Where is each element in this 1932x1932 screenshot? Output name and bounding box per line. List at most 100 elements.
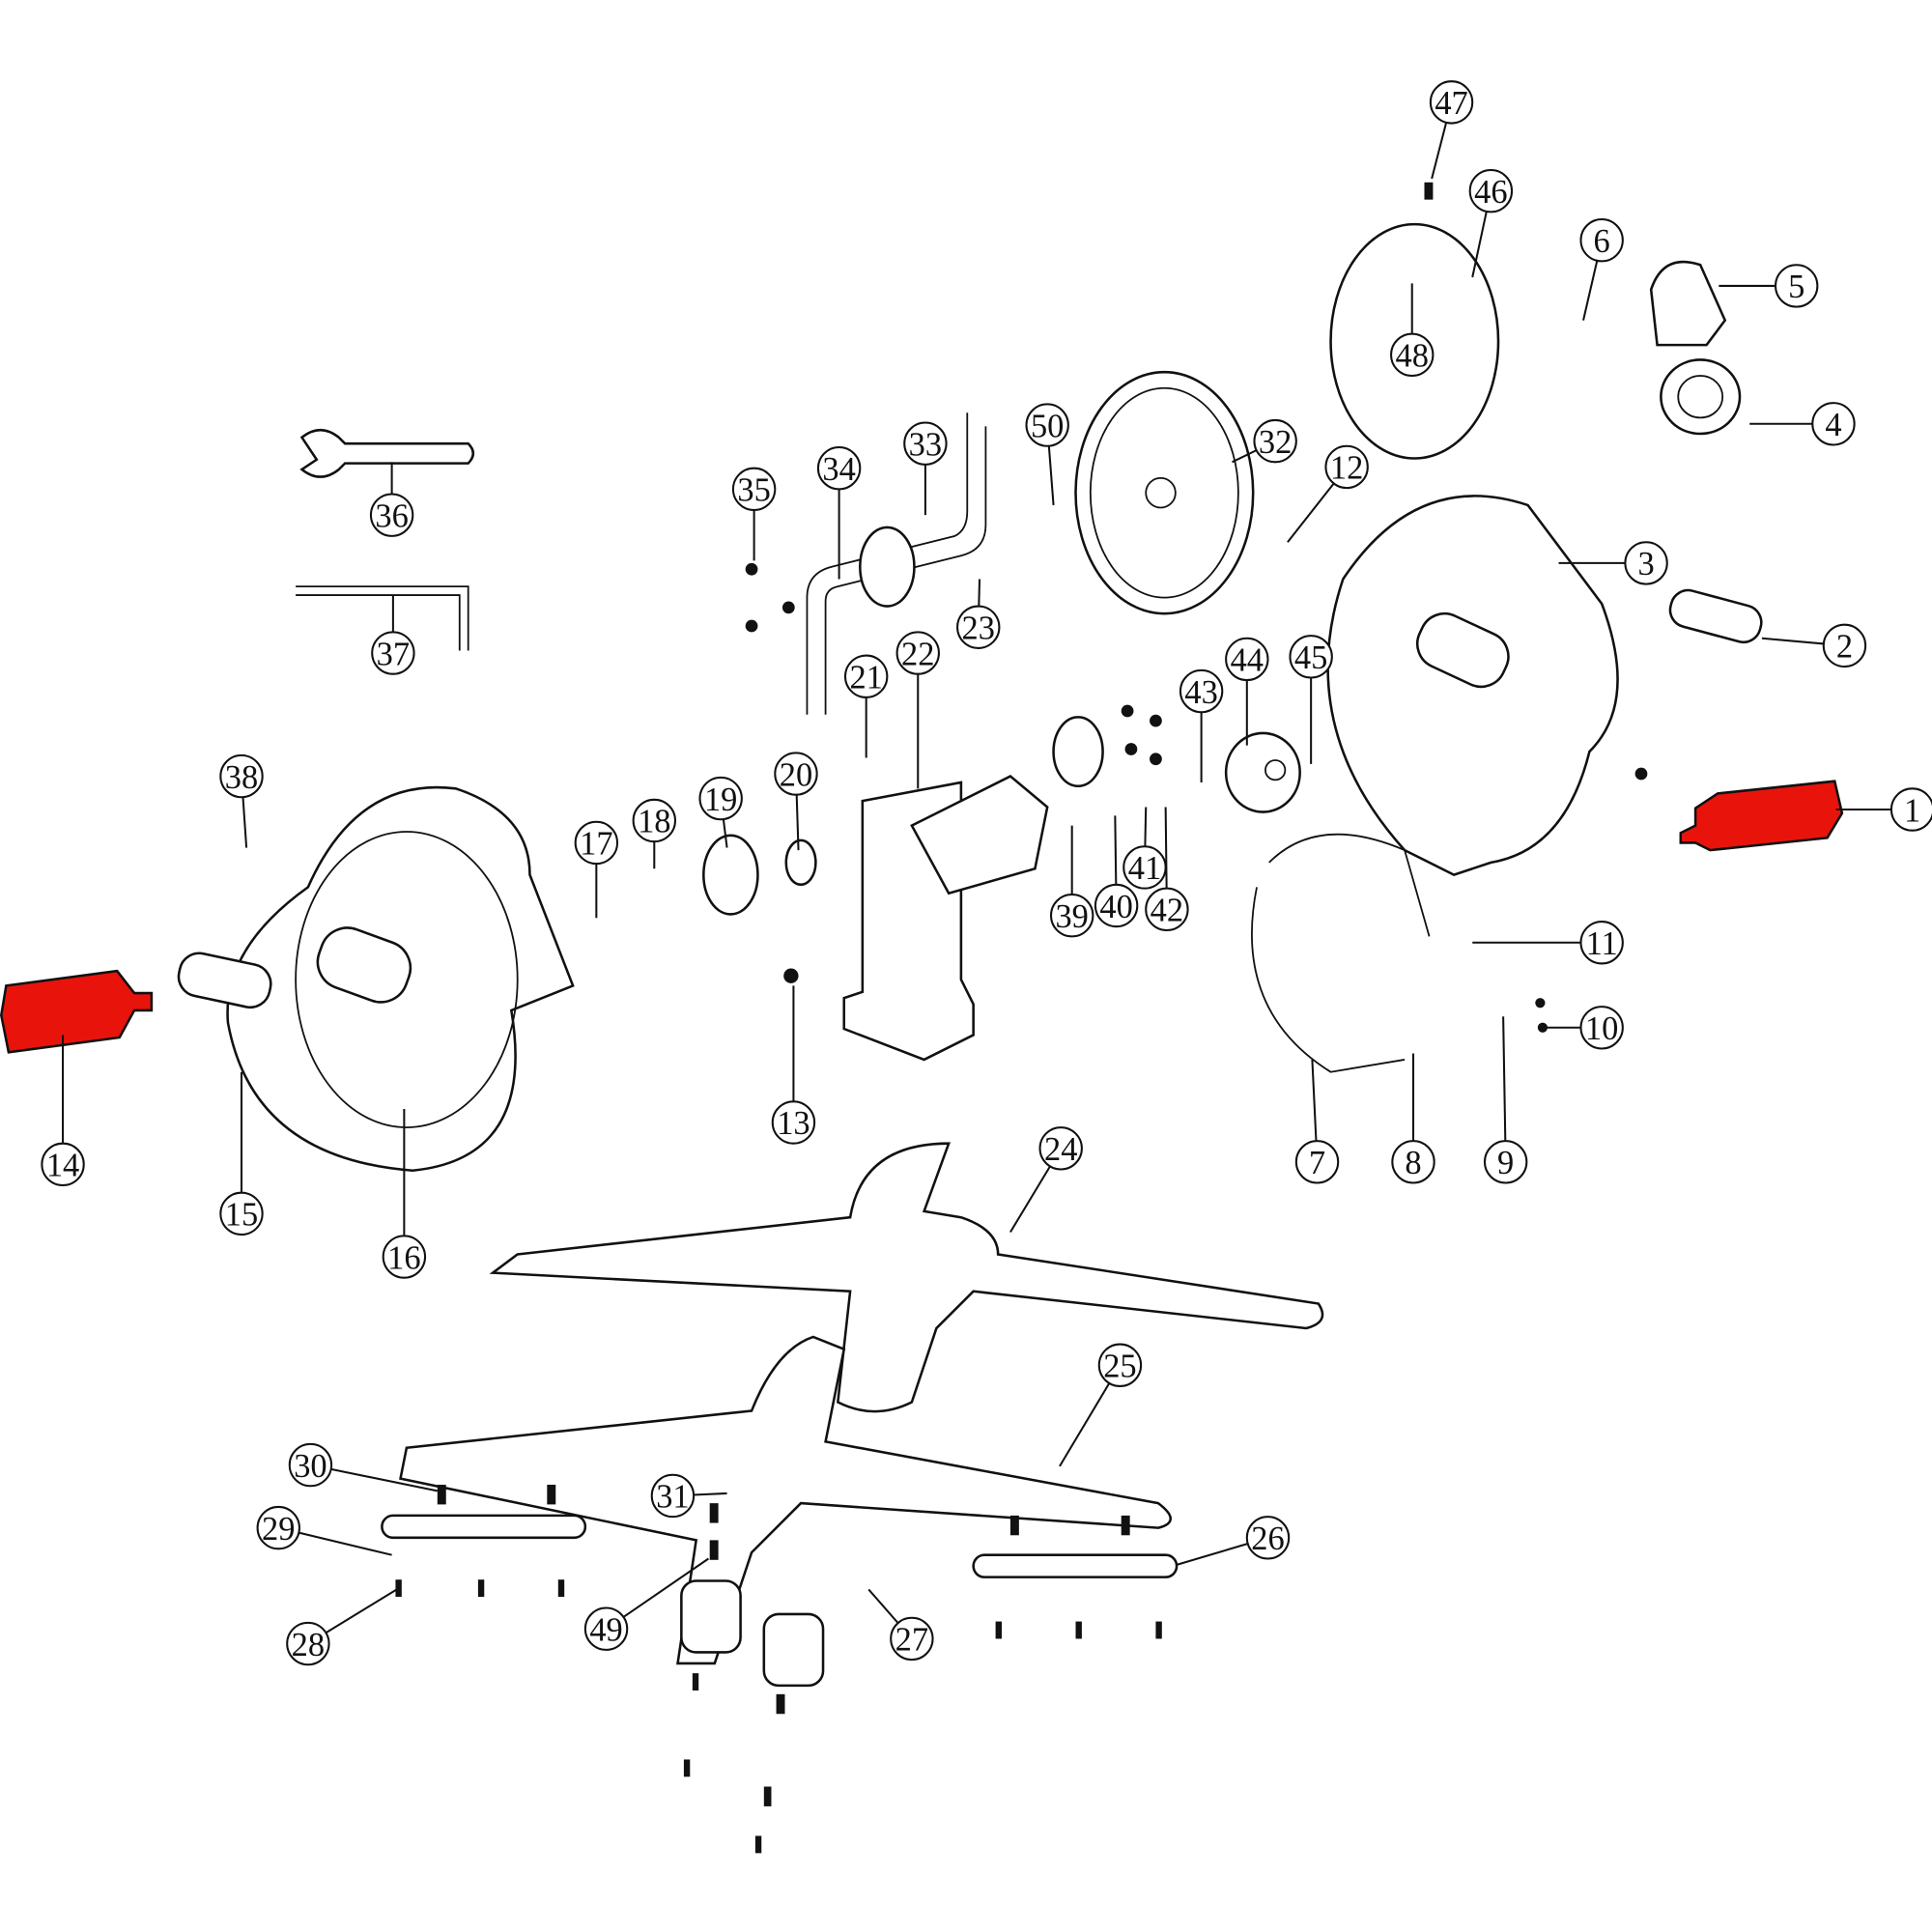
label-circle (1245, 1516, 1291, 1560)
leader-line (694, 1492, 727, 1496)
part-label-12: 12 (1287, 444, 1369, 543)
part-label-38: 38 (219, 753, 264, 848)
part-label-30: 30 (288, 1442, 439, 1492)
part-number: 49 (589, 1612, 622, 1649)
leader-line (867, 1588, 899, 1624)
part-label-41: 41 (1122, 807, 1167, 890)
label-circle (382, 1235, 427, 1279)
part-label-45: 45 (1289, 635, 1333, 764)
label-circle (371, 631, 415, 675)
part-label-20: 20 (774, 752, 818, 851)
part-label-4: 4 (1749, 402, 1856, 446)
part-number: 13 (777, 1105, 810, 1142)
part-number: 46 (1474, 174, 1507, 211)
part-number: 44 (1231, 642, 1264, 679)
part-number: 42 (1151, 893, 1183, 929)
label-circle (1145, 887, 1189, 932)
part-number: 10 (1585, 1010, 1618, 1047)
leader-line (1176, 1543, 1249, 1566)
label-circle (1468, 168, 1514, 213)
part-label-26: 26 (1176, 1516, 1291, 1566)
part-label-9: 9 (1483, 1016, 1528, 1184)
label-circle (731, 467, 777, 512)
label-circle (1289, 635, 1333, 679)
part-label-42: 42 (1145, 807, 1189, 932)
label-circle (903, 421, 948, 466)
part-number: 32 (1259, 424, 1292, 461)
part-number: 1 (1904, 792, 1920, 829)
part-label-27: 27 (867, 1588, 934, 1662)
label-circle (698, 776, 743, 821)
label-circle (1811, 402, 1856, 446)
label-circle (1579, 1006, 1624, 1050)
label-circle (1390, 332, 1435, 378)
part-number: 29 (262, 1511, 295, 1548)
label-circle (1025, 403, 1069, 447)
label-circle (286, 1621, 330, 1666)
part-number: 14 (46, 1148, 79, 1184)
part-number: 37 (377, 636, 410, 672)
part-number: 28 (292, 1627, 325, 1663)
leader-line (1582, 260, 1599, 321)
leader-line (1164, 807, 1168, 889)
label-circle (774, 752, 818, 796)
leader-line (1009, 1165, 1051, 1234)
part-label-29: 29 (256, 1505, 392, 1556)
part-number: 11 (1586, 925, 1618, 962)
screws (395, 182, 1648, 1854)
leader-line (1287, 482, 1335, 543)
part-number: 17 (580, 826, 612, 863)
part-label-14: 14 (41, 1035, 85, 1187)
pedal-right (1679, 780, 1844, 852)
label-circle (1097, 1343, 1143, 1387)
part-number: 18 (638, 804, 670, 840)
parts-drawing (0, 182, 1844, 1854)
part-label-25: 25 (1059, 1343, 1143, 1467)
part-label-37: 37 (371, 595, 415, 675)
part-number: 47 (1435, 85, 1467, 122)
leader-line (722, 818, 728, 848)
leader-line (1502, 1016, 1507, 1142)
part-number: 4 (1825, 407, 1841, 443)
part-label-3: 3 (1558, 541, 1668, 585)
part-label-16: 16 (382, 1108, 427, 1279)
label-circle (41, 1142, 85, 1187)
label-circle (369, 493, 414, 537)
label-circle (1225, 637, 1269, 682)
part-number: 6 (1594, 223, 1610, 260)
label-circle (632, 798, 676, 843)
label-circle (1294, 1140, 1340, 1184)
leader-line (622, 1557, 709, 1618)
part-label-18: 18 (632, 798, 676, 869)
part-label-11: 11 (1472, 921, 1624, 965)
part-number: 23 (962, 611, 995, 647)
leader-line (330, 1467, 439, 1492)
label-circle (219, 1191, 264, 1236)
part-number: 43 (1184, 674, 1217, 711)
part-label-7: 7 (1294, 1059, 1340, 1184)
lower-base-part (399, 1335, 1172, 1665)
part-label-6: 6 (1579, 218, 1624, 321)
label-circle (956, 605, 1001, 649)
part-number: 19 (704, 781, 737, 818)
label-circle (1889, 787, 1932, 832)
part-number: 25 (1103, 1349, 1136, 1385)
part-number: 31 (656, 1479, 689, 1516)
leader-line (1232, 449, 1258, 464)
part-number: 15 (225, 1197, 258, 1234)
label-circle (1822, 623, 1867, 668)
part-label-44: 44 (1225, 637, 1269, 746)
part-label-19: 19 (698, 776, 743, 848)
label-circle (1429, 80, 1474, 125)
part-number: 39 (1055, 898, 1088, 935)
hex-key-part (296, 585, 469, 651)
part-label-49: 49 (583, 1557, 709, 1651)
label-circle (1038, 1126, 1083, 1171)
label-circle (1483, 1140, 1528, 1184)
label-circle (288, 1442, 333, 1488)
label-circle (890, 1616, 934, 1662)
label-circle (1774, 264, 1819, 308)
part-label-15: 15 (219, 1071, 264, 1236)
part-label-35: 35 (731, 467, 777, 561)
